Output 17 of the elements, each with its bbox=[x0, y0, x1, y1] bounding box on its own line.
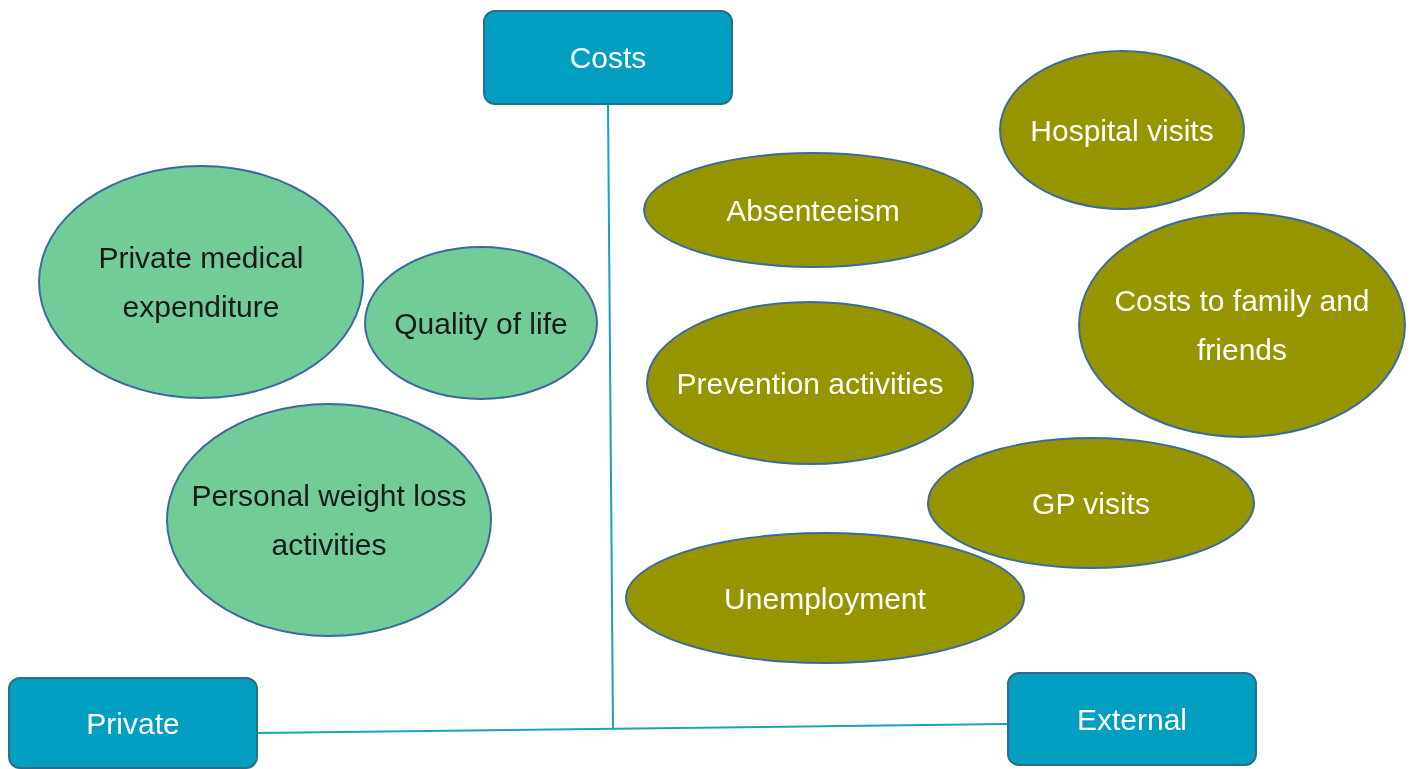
category-box bbox=[8, 677, 258, 769]
node-label: Hospital visits bbox=[1029, 112, 1215, 149]
node-label: Quality of life bbox=[393, 305, 569, 342]
node-label: Personal weight loss activities bbox=[190, 478, 468, 563]
node-label: Private medical expenditure bbox=[97, 240, 305, 325]
category-box bbox=[483, 10, 733, 105]
node-label: Private bbox=[85, 705, 181, 742]
category-box bbox=[1007, 672, 1257, 766]
connector-line bbox=[607, 104, 614, 730]
node-label: Unemployment bbox=[723, 580, 927, 617]
node-label: Absenteeism bbox=[725, 192, 901, 229]
node-label: Prevention activities bbox=[675, 365, 945, 402]
node-label: Costs bbox=[568, 40, 648, 76]
node-label: Costs to family and friends bbox=[1113, 283, 1371, 368]
connector-line bbox=[257, 723, 1008, 734]
node-label: GP visits bbox=[1031, 485, 1151, 522]
node-label: External bbox=[1075, 701, 1189, 738]
